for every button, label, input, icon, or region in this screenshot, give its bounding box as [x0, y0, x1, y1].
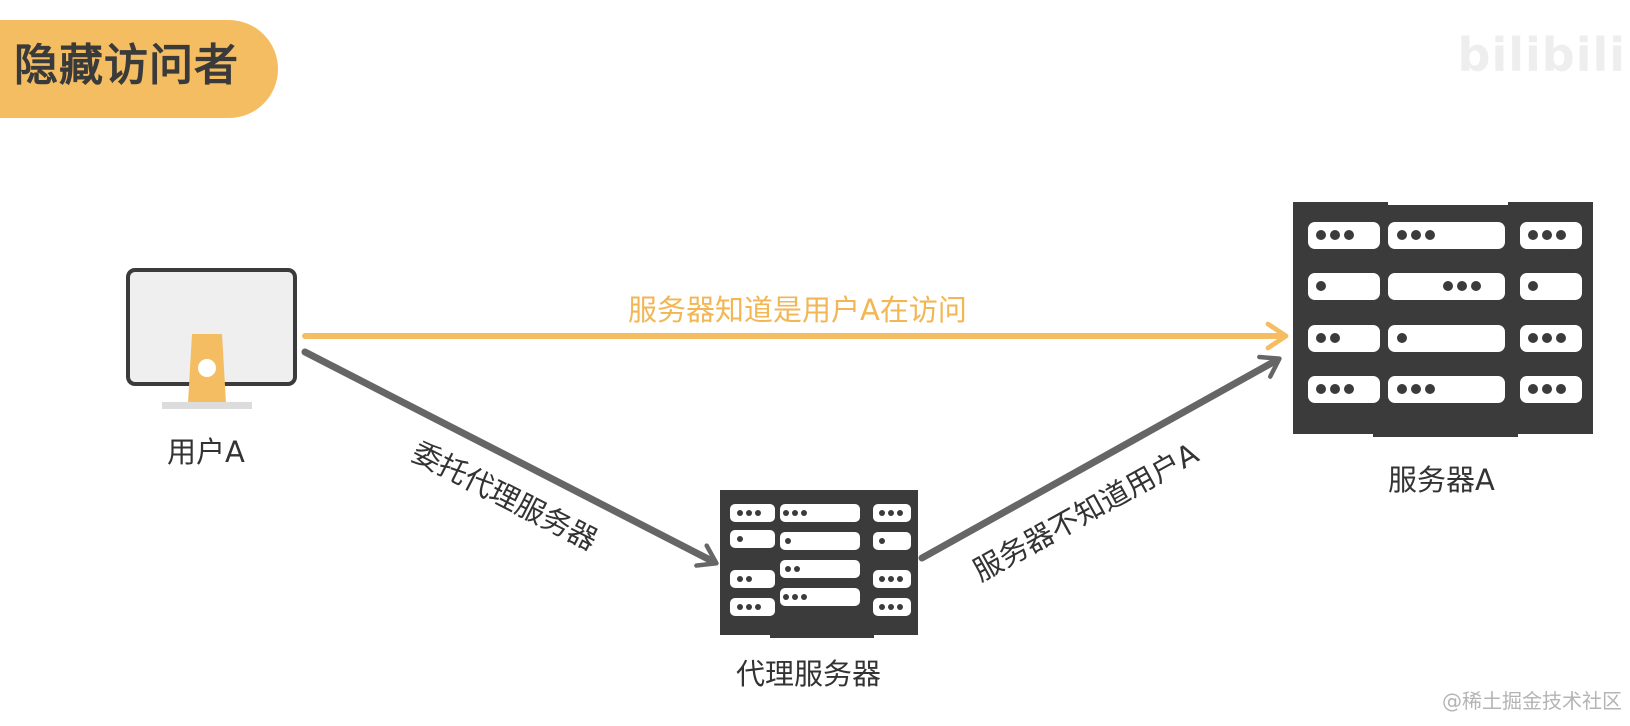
source-watermark: @稀土掘金技术社区 [1442, 689, 1622, 713]
forward-arrow [918, 354, 1282, 562]
page-title: 隐藏访问者 [14, 40, 239, 91]
proxy-label: 代理服务器 [736, 657, 882, 691]
computer-icon [126, 268, 297, 409]
proxy-server-icon [720, 490, 918, 638]
bilibili-watermark: bilibili [1457, 28, 1626, 82]
server-label: 服务器A [1388, 463, 1495, 497]
target-server-icon [1293, 202, 1593, 437]
user-label: 用户A [167, 435, 245, 469]
direct-edge-label: 服务器知道是用户A在访问 [628, 293, 967, 327]
delegate-arrow [301, 348, 719, 568]
title-banner [0, 20, 278, 118]
